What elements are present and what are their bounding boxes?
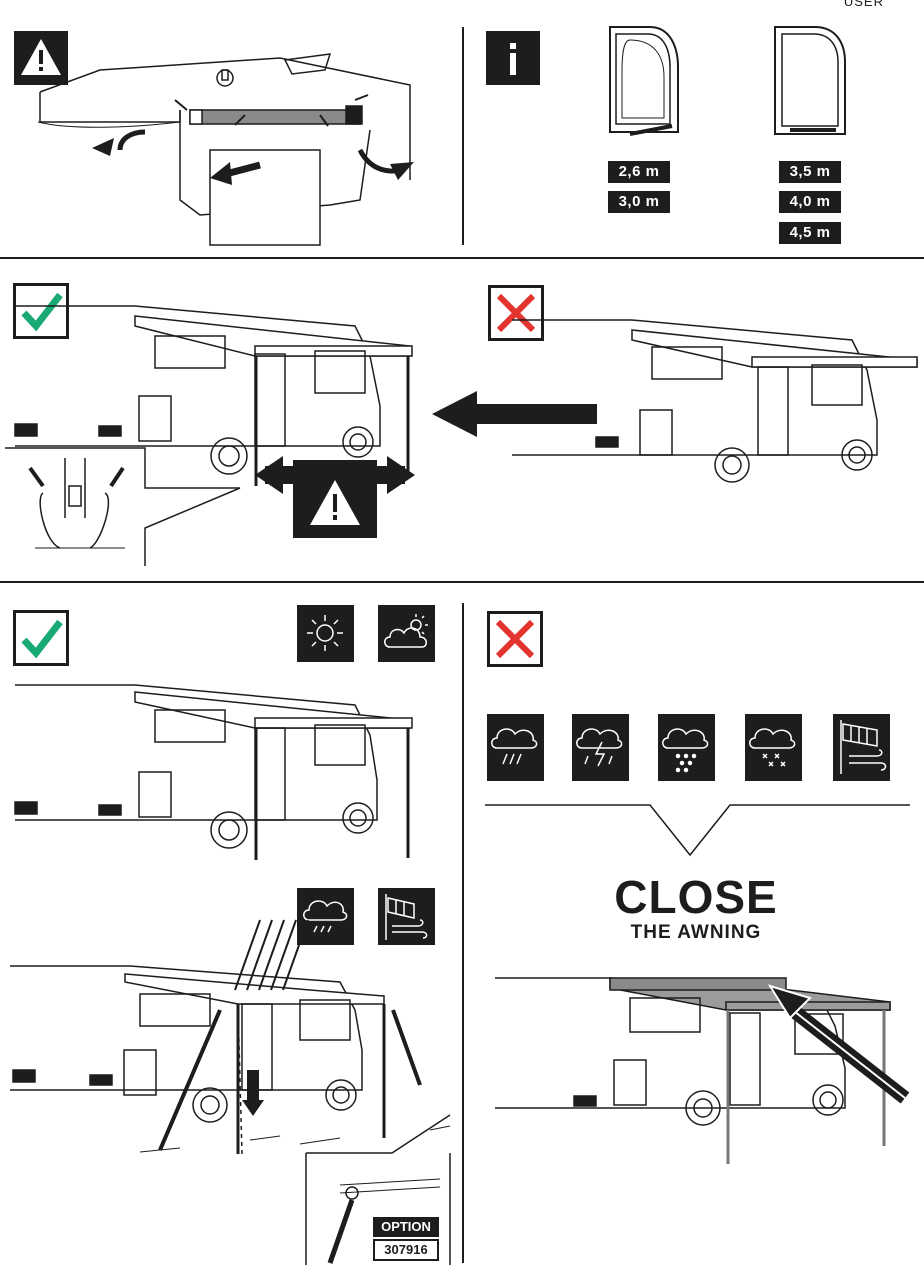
section-divider-2 xyxy=(0,581,924,583)
size-tag: 3,0 m xyxy=(608,191,670,213)
motorhome-awning-good-weather xyxy=(14,684,413,860)
page-header-label: USER xyxy=(843,0,884,9)
check-icon xyxy=(21,619,63,659)
snow-icon xyxy=(745,714,802,781)
motorhome-awning-unsupported xyxy=(512,319,918,483)
cross-icon xyxy=(495,619,535,659)
hail-icon xyxy=(658,714,715,781)
motorhome-awning-closing xyxy=(495,977,910,1164)
size-tag: 4,0 m xyxy=(779,191,841,213)
section-divider-1 xyxy=(0,257,924,259)
info-icon xyxy=(510,43,516,75)
correct-badge xyxy=(13,610,69,666)
push-arrow xyxy=(432,391,597,437)
wind-icon xyxy=(378,888,435,945)
warning-icon xyxy=(21,39,61,75)
size-tag: 4,5 m xyxy=(779,222,841,244)
divider-bottom xyxy=(462,603,464,1263)
warning-badge xyxy=(14,31,68,85)
partly-cloudy-icon xyxy=(378,605,435,662)
cross-icon xyxy=(496,293,536,333)
thunderstorm-icon xyxy=(572,714,629,781)
van-roof-rail-illustration xyxy=(37,53,414,246)
stability-warning xyxy=(255,456,415,538)
funnel-lines xyxy=(485,804,910,857)
info-badge xyxy=(486,31,540,85)
incorrect-badge xyxy=(487,611,543,667)
small-cassette-profile xyxy=(609,26,679,136)
motorhome-awning-anchored xyxy=(14,305,413,486)
option-number: 307916 xyxy=(373,1239,439,1261)
size-tag: 3,5 m xyxy=(779,161,841,183)
ground-peg-detail xyxy=(5,447,241,566)
sun-icon xyxy=(297,605,354,662)
motorhome-awning-rain-tilt xyxy=(10,919,451,1155)
divider-top xyxy=(462,27,464,245)
incorrect-badge xyxy=(488,285,544,341)
rain-icon xyxy=(487,714,544,781)
large-cassette-profile xyxy=(774,26,846,135)
close-subtitle: THE AWNING xyxy=(630,922,762,943)
size-tag: 2,6 m xyxy=(608,161,670,183)
close-title: CLOSE xyxy=(614,871,778,923)
option-label: OPTION xyxy=(373,1217,439,1237)
strong-wind-icon xyxy=(833,714,890,781)
option-inset xyxy=(305,1114,451,1265)
rain-icon xyxy=(297,888,354,945)
